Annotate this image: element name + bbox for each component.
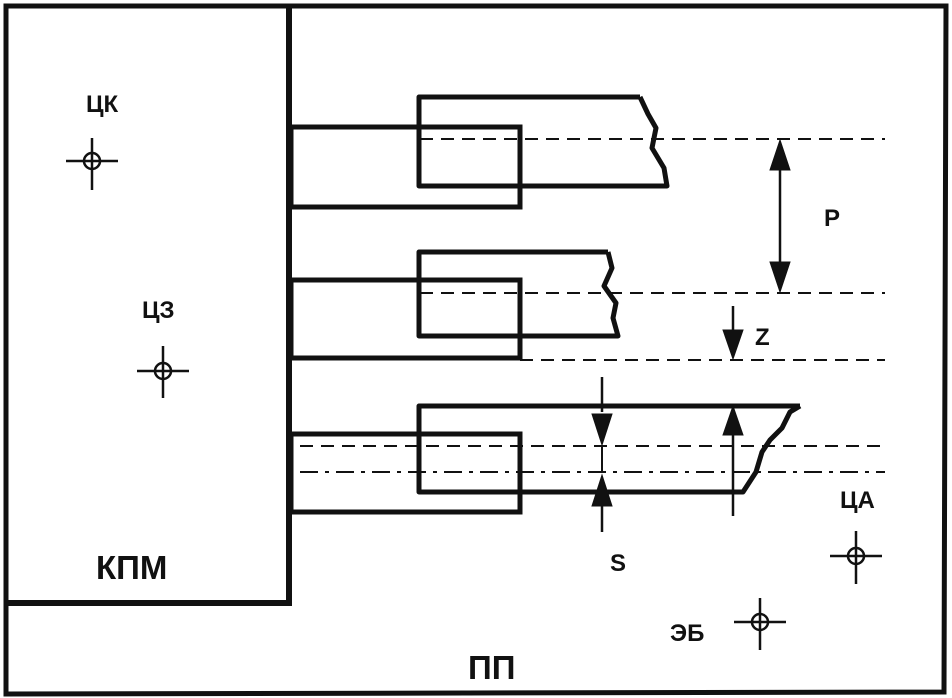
- dimension-z: [722, 306, 744, 516]
- crosshair-eb-icon: [734, 598, 786, 650]
- label-tsk: ЦК: [86, 91, 119, 118]
- crosshair-tsk-icon: [66, 138, 118, 190]
- label-tsa: ЦА: [840, 487, 875, 514]
- label-kpm: КПМ: [96, 549, 167, 586]
- lead-3: [416, 403, 802, 495]
- contact-pad-2: [288, 277, 523, 361]
- label-p: P: [824, 205, 840, 232]
- dimension-p: [769, 138, 791, 294]
- label-pp: ПП: [468, 649, 515, 686]
- label-tsz: ЦЗ: [142, 297, 175, 324]
- label-eb: ЭБ: [670, 620, 704, 647]
- contact-pad-1: [288, 124, 523, 210]
- label-z: Z: [755, 324, 770, 351]
- dimension-s: [591, 377, 613, 532]
- crosshair-tsz-icon: [137, 346, 189, 398]
- label-s: S: [610, 550, 626, 577]
- leads: [416, 94, 802, 495]
- lead-1: [416, 94, 670, 189]
- outer-frame: [3, 3, 949, 697]
- center-lines: [300, 138, 885, 473]
- crosshair-tsa-icon: [830, 531, 882, 584]
- lead-2: [416, 249, 621, 339]
